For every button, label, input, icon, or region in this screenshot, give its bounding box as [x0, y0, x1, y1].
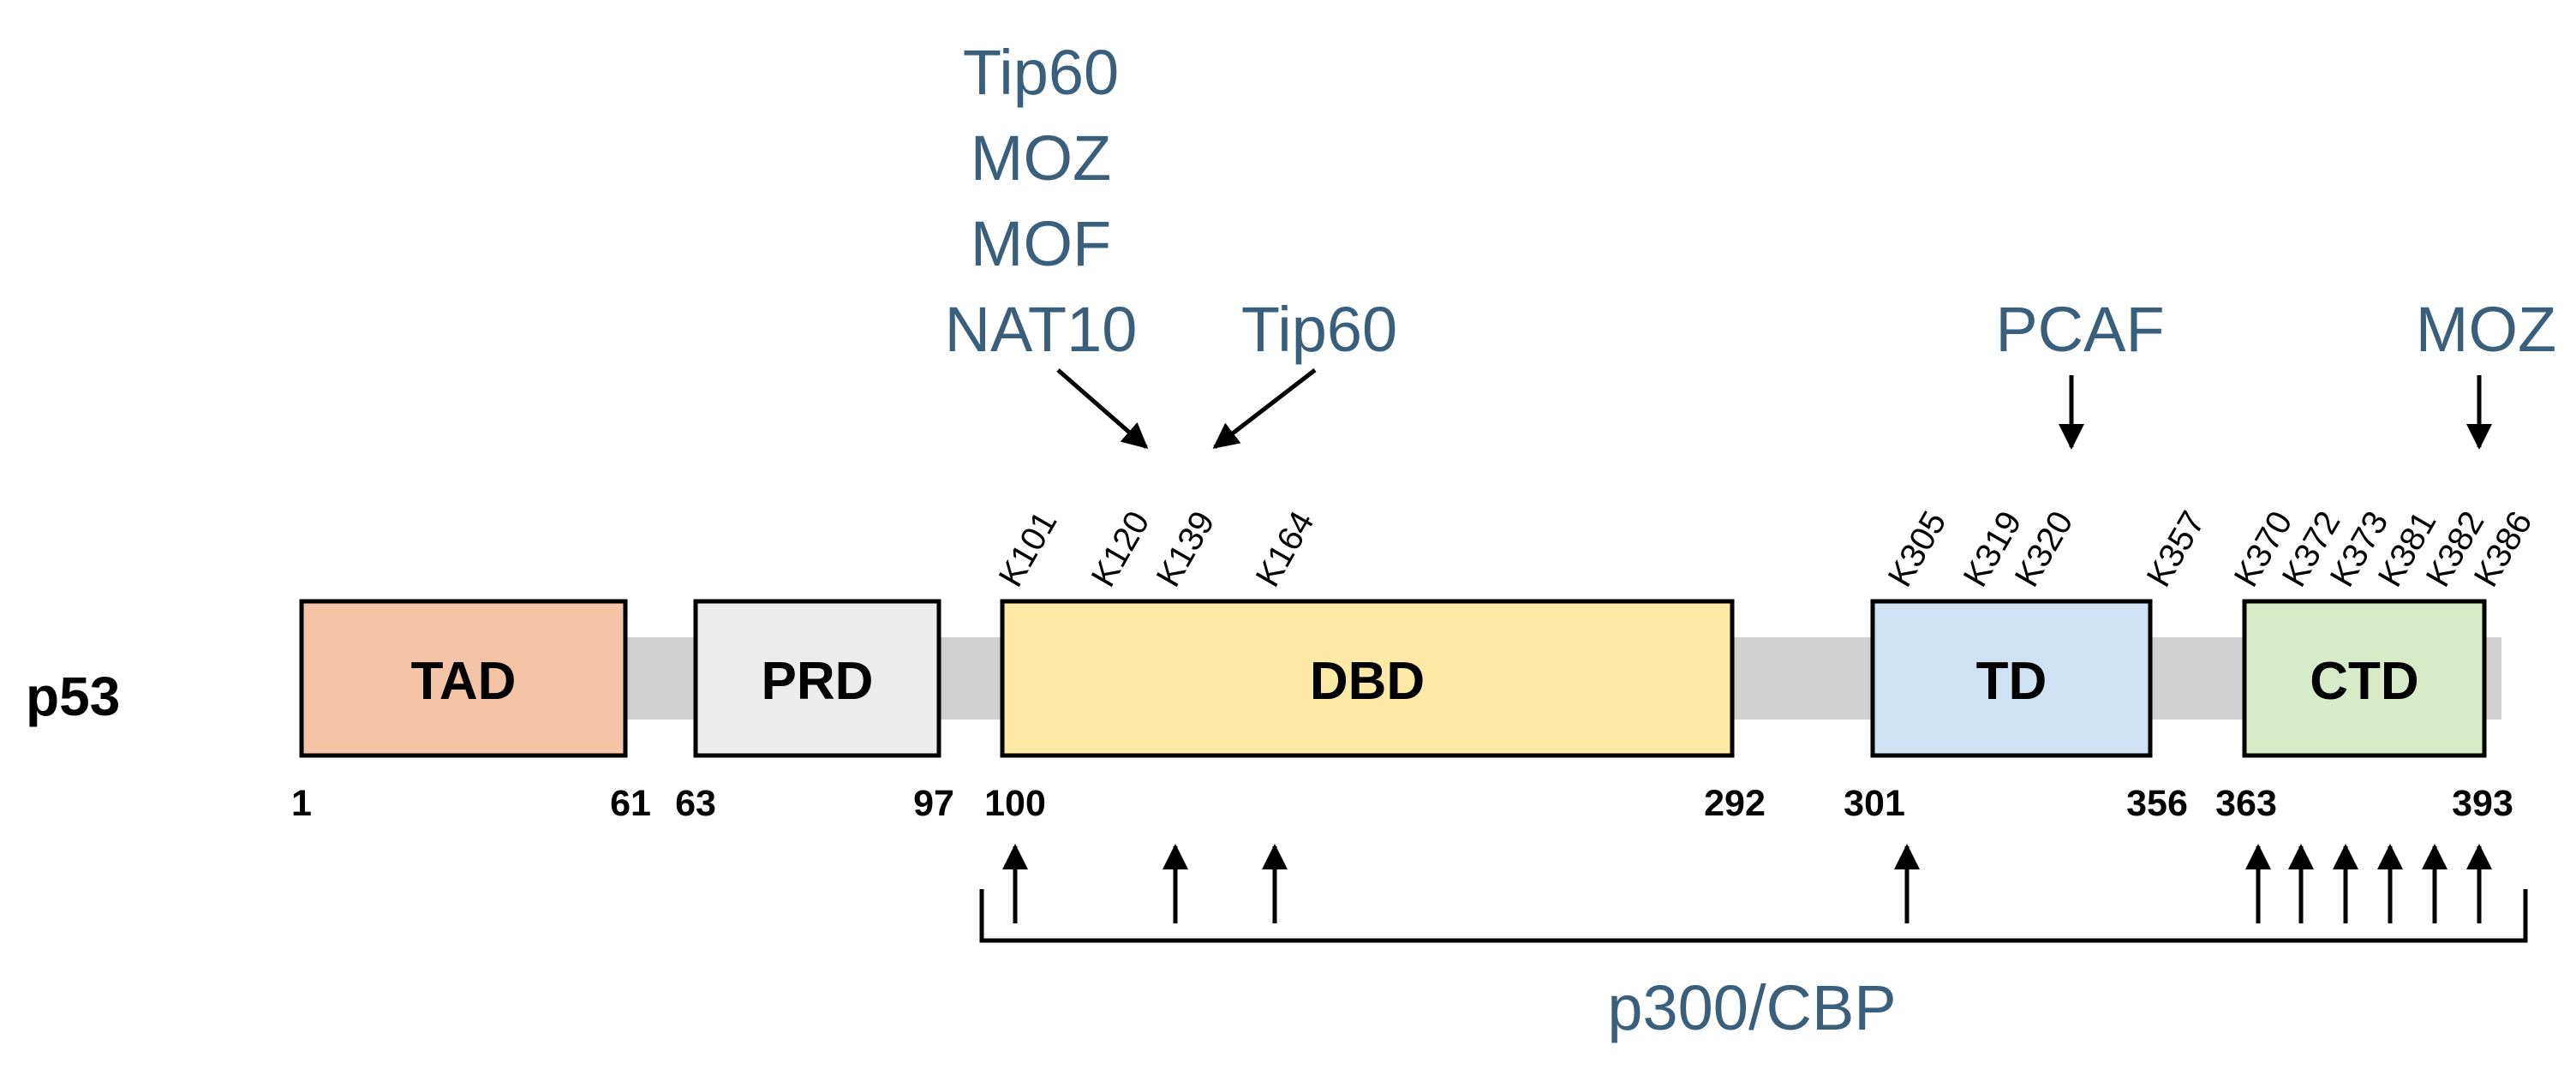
- enzyme-pcaf: PCAF: [1995, 294, 2164, 365]
- domain-label-prd: PRD: [762, 652, 874, 711]
- protein-label: p53: [26, 666, 120, 727]
- domain-prd: PRD: [693, 599, 941, 758]
- arrow-to-k139: [1212, 368, 1317, 449]
- p300-bracket: [979, 844, 2528, 943]
- domain-label-dbd: DBD: [1310, 652, 1425, 711]
- domain-tad: TAD: [299, 599, 628, 758]
- site-labels: K101 K120 K139 K164 K305 K319 K320 K357 …: [992, 505, 2540, 594]
- site-k164: K164: [1249, 505, 1322, 594]
- domain-label-td: TD: [1976, 652, 2047, 711]
- domain-td: TD: [1870, 599, 2153, 758]
- bracket-line: [979, 889, 2528, 943]
- position-100: 100: [984, 783, 1046, 824]
- domain-box-tad: [299, 599, 628, 758]
- domain-dbd: DBD: [1000, 599, 1735, 758]
- position-63: 63: [675, 783, 716, 824]
- position-356: 356: [2126, 783, 2188, 824]
- position-labels: 1 61 63 97 100 292 301 356 363 393: [291, 783, 2513, 824]
- enzyme-moz-ctd: MOZ: [2416, 294, 2556, 365]
- position-97: 97: [913, 783, 954, 824]
- position-61: 61: [610, 783, 651, 824]
- domain-label-tad: TAD: [411, 652, 517, 711]
- site-k139: K139: [1150, 505, 1222, 594]
- site-k357: K357: [2140, 505, 2213, 594]
- site-k120: K120: [1085, 505, 1157, 594]
- enzyme-moz-top: MOZ: [971, 122, 1111, 194]
- enzyme-p300-cbp: p300/CBP: [1607, 972, 1896, 1043]
- domain-ctd: CTD: [2242, 599, 2487, 758]
- enzyme-group-k120: Tip60 MOZ MOF NAT10: [945, 37, 1138, 365]
- domain-label-ctd: CTD: [2310, 652, 2418, 711]
- arrow-to-k120: [1056, 368, 1149, 449]
- position-1: 1: [291, 783, 312, 824]
- site-k305: K305: [1881, 505, 1954, 594]
- enzyme-tip60-k139: Tip60: [1241, 294, 1397, 365]
- domain-box-ctd: [2242, 599, 2487, 758]
- enzyme-mof: MOF: [971, 208, 1111, 279]
- domain-box-td: [1870, 599, 2153, 758]
- position-393: 393: [2452, 783, 2513, 824]
- domain-box-prd: [693, 599, 941, 758]
- enzyme-nat10: NAT10: [945, 294, 1138, 365]
- enzyme-tip60-top: Tip60: [963, 37, 1119, 108]
- site-k101: K101: [992, 505, 1065, 594]
- domain-box-dbd: [1000, 599, 1735, 758]
- position-292: 292: [1704, 783, 1766, 824]
- position-363: 363: [2215, 783, 2277, 824]
- position-301: 301: [1844, 783, 1905, 824]
